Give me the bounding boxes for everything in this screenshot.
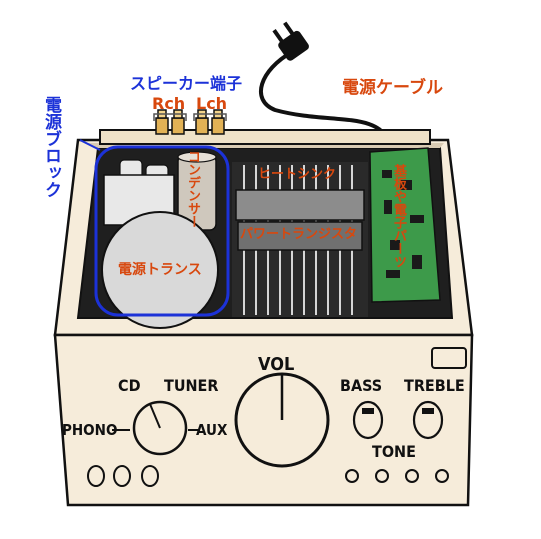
bass-knob: [352, 400, 384, 440]
power-block-frame: [94, 145, 230, 317]
label-board-parts: 基板や電子パーツ: [391, 164, 406, 268]
label-capacitor: コンデンサー: [185, 150, 200, 228]
panel-tone: TONE: [372, 442, 416, 461]
label-lch: Lch: [196, 94, 228, 113]
panel-phono: PHONO: [62, 421, 118, 439]
label-power-transistor: パワートランジスタ: [240, 227, 358, 242]
panel-treble: TREBLE: [404, 376, 465, 395]
panel-cd: CD: [118, 376, 141, 395]
power-plug-icon: [272, 21, 309, 61]
front-buttons: [87, 465, 159, 487]
label-power-block: 電源ブロック: [41, 96, 61, 198]
panel-vol: VOL: [258, 354, 295, 375]
panel-tuner: TUNER: [164, 376, 219, 395]
display-window: [431, 347, 467, 369]
panel-bass: BASS: [340, 376, 383, 395]
power-transformer: [101, 174, 219, 329]
label-heatsink: ヒートシンク: [258, 167, 337, 182]
selector-knob: [112, 400, 200, 456]
label-power-transformer: 電源トランス: [118, 262, 202, 278]
label-power-cable: 電源ケーブル: [342, 78, 443, 98]
front-indicators: [345, 469, 449, 483]
label-speaker-terminal: スピーカー端子: [130, 74, 243, 93]
panel-aux: AUX: [196, 421, 228, 439]
volume-knob: [234, 372, 330, 468]
circuit-board: [369, 147, 441, 303]
label-rch: Rch: [152, 94, 186, 113]
treble-knob: [412, 400, 444, 440]
heatsink: [232, 162, 368, 317]
